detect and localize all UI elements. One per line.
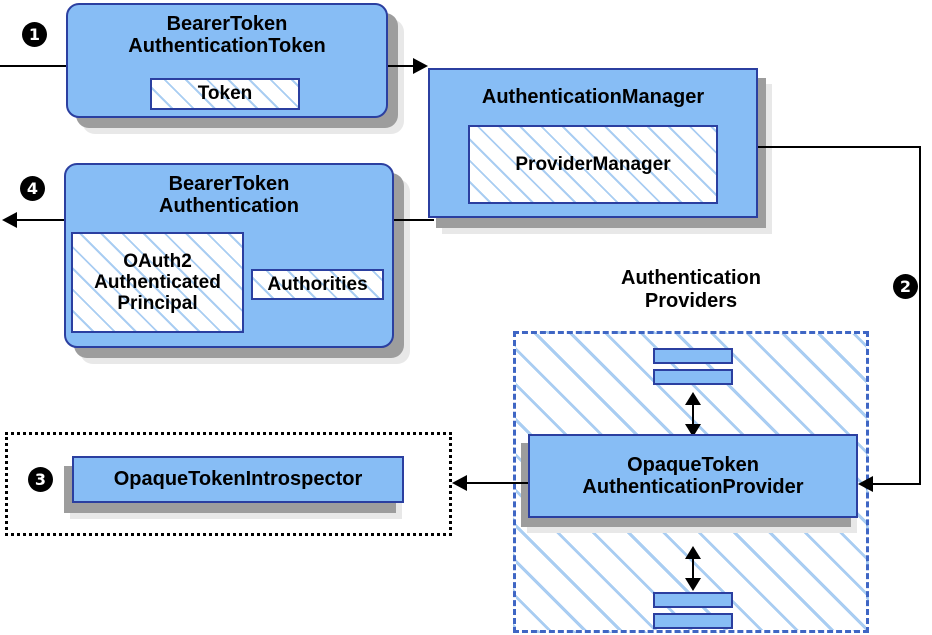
provider-top-link-arrow-up [685,392,701,405]
token-to-manager-line [388,65,421,67]
provider-to-introspector-arrowhead [452,475,467,491]
manager-to-authentication-line [394,219,434,221]
slot-oauth2-authenticated-principal[interactable]: OAuth2 Authenticated Principal [71,232,244,333]
provider-stack-bar-top-2 [653,369,733,385]
provider-bottom-link-arrow-down [685,578,701,591]
introspector-group [5,432,452,536]
node-opaque-token-introspector[interactable]: OpaqueTokenIntrospector [72,456,404,503]
request-inbound-line [0,65,68,67]
provider-stack-bar-bottom-1 [653,592,733,608]
marker-step-1-label: 1 [28,25,41,44]
slot-authorities[interactable]: Authorities [251,269,384,300]
marker-step-2-label: 2 [899,277,912,296]
slot-principal-line3: Principal [117,293,198,315]
marker-step-2: 2 [893,274,918,299]
slot-authorities-label: Authorities [267,273,368,295]
manager-to-provider-line-h-bottom [872,483,921,485]
opaque-token-authentication-provider-line2: AuthenticationProvider [582,476,804,498]
authentication-providers-caption-line1: Authentication [621,267,761,289]
marker-step-4-label: 4 [26,179,39,198]
bearer-token-authentication-title-line1: BearerToken [168,173,290,195]
provider-top-link-arrow-down [685,424,701,437]
manager-to-provider-line-v [919,146,921,484]
slot-token[interactable]: Token [150,78,300,110]
slot-token-label: Token [197,83,253,105]
provider-stack-bar-top-1 [653,348,733,364]
marker-step-1: 1 [22,22,47,47]
marker-step-3-label: 3 [34,470,47,489]
opaque-token-authentication-provider-line1: OpaqueToken [627,453,759,476]
bearer-token-authentication-token-title-line1: BearerToken [166,13,288,35]
slot-provider-manager[interactable]: ProviderManager [468,125,718,204]
opaque-token-introspector-title: OpaqueTokenIntrospector [113,468,363,491]
node-opaque-token-authentication-provider[interactable]: OpaqueToken AuthenticationProvider [528,434,858,518]
authentication-providers-caption-line2: Providers [644,290,738,312]
manager-to-provider-line-h-top [758,146,921,148]
bearer-token-authentication-token-title-line2: AuthenticationToken [128,35,326,58]
provider-top-link-line [692,399,694,430]
bearer-token-authentication-title-line2: Authentication [159,195,299,218]
token-to-manager-arrowhead [413,58,428,74]
authentication-outbound-arrowhead [2,212,17,228]
authentication-outbound-line [16,219,66,221]
provider-bottom-link-arrow-up [685,546,701,559]
manager-to-provider-arrowhead [858,476,873,492]
slot-principal-line2: Authenticated [94,271,221,293]
marker-step-4: 4 [20,176,45,201]
slot-principal-line1: OAuth2 [123,250,192,272]
marker-step-3: 3 [28,467,53,492]
authentication-manager-title: AuthenticationManager [481,86,705,108]
authentication-providers-caption: Authentication Providers [513,267,869,313]
provider-bottom-link-line [692,553,694,584]
provider-stack-bar-bottom-2 [653,613,733,629]
provider-to-introspector-line [466,482,528,484]
slot-provider-manager-label: ProviderManager [515,153,671,175]
